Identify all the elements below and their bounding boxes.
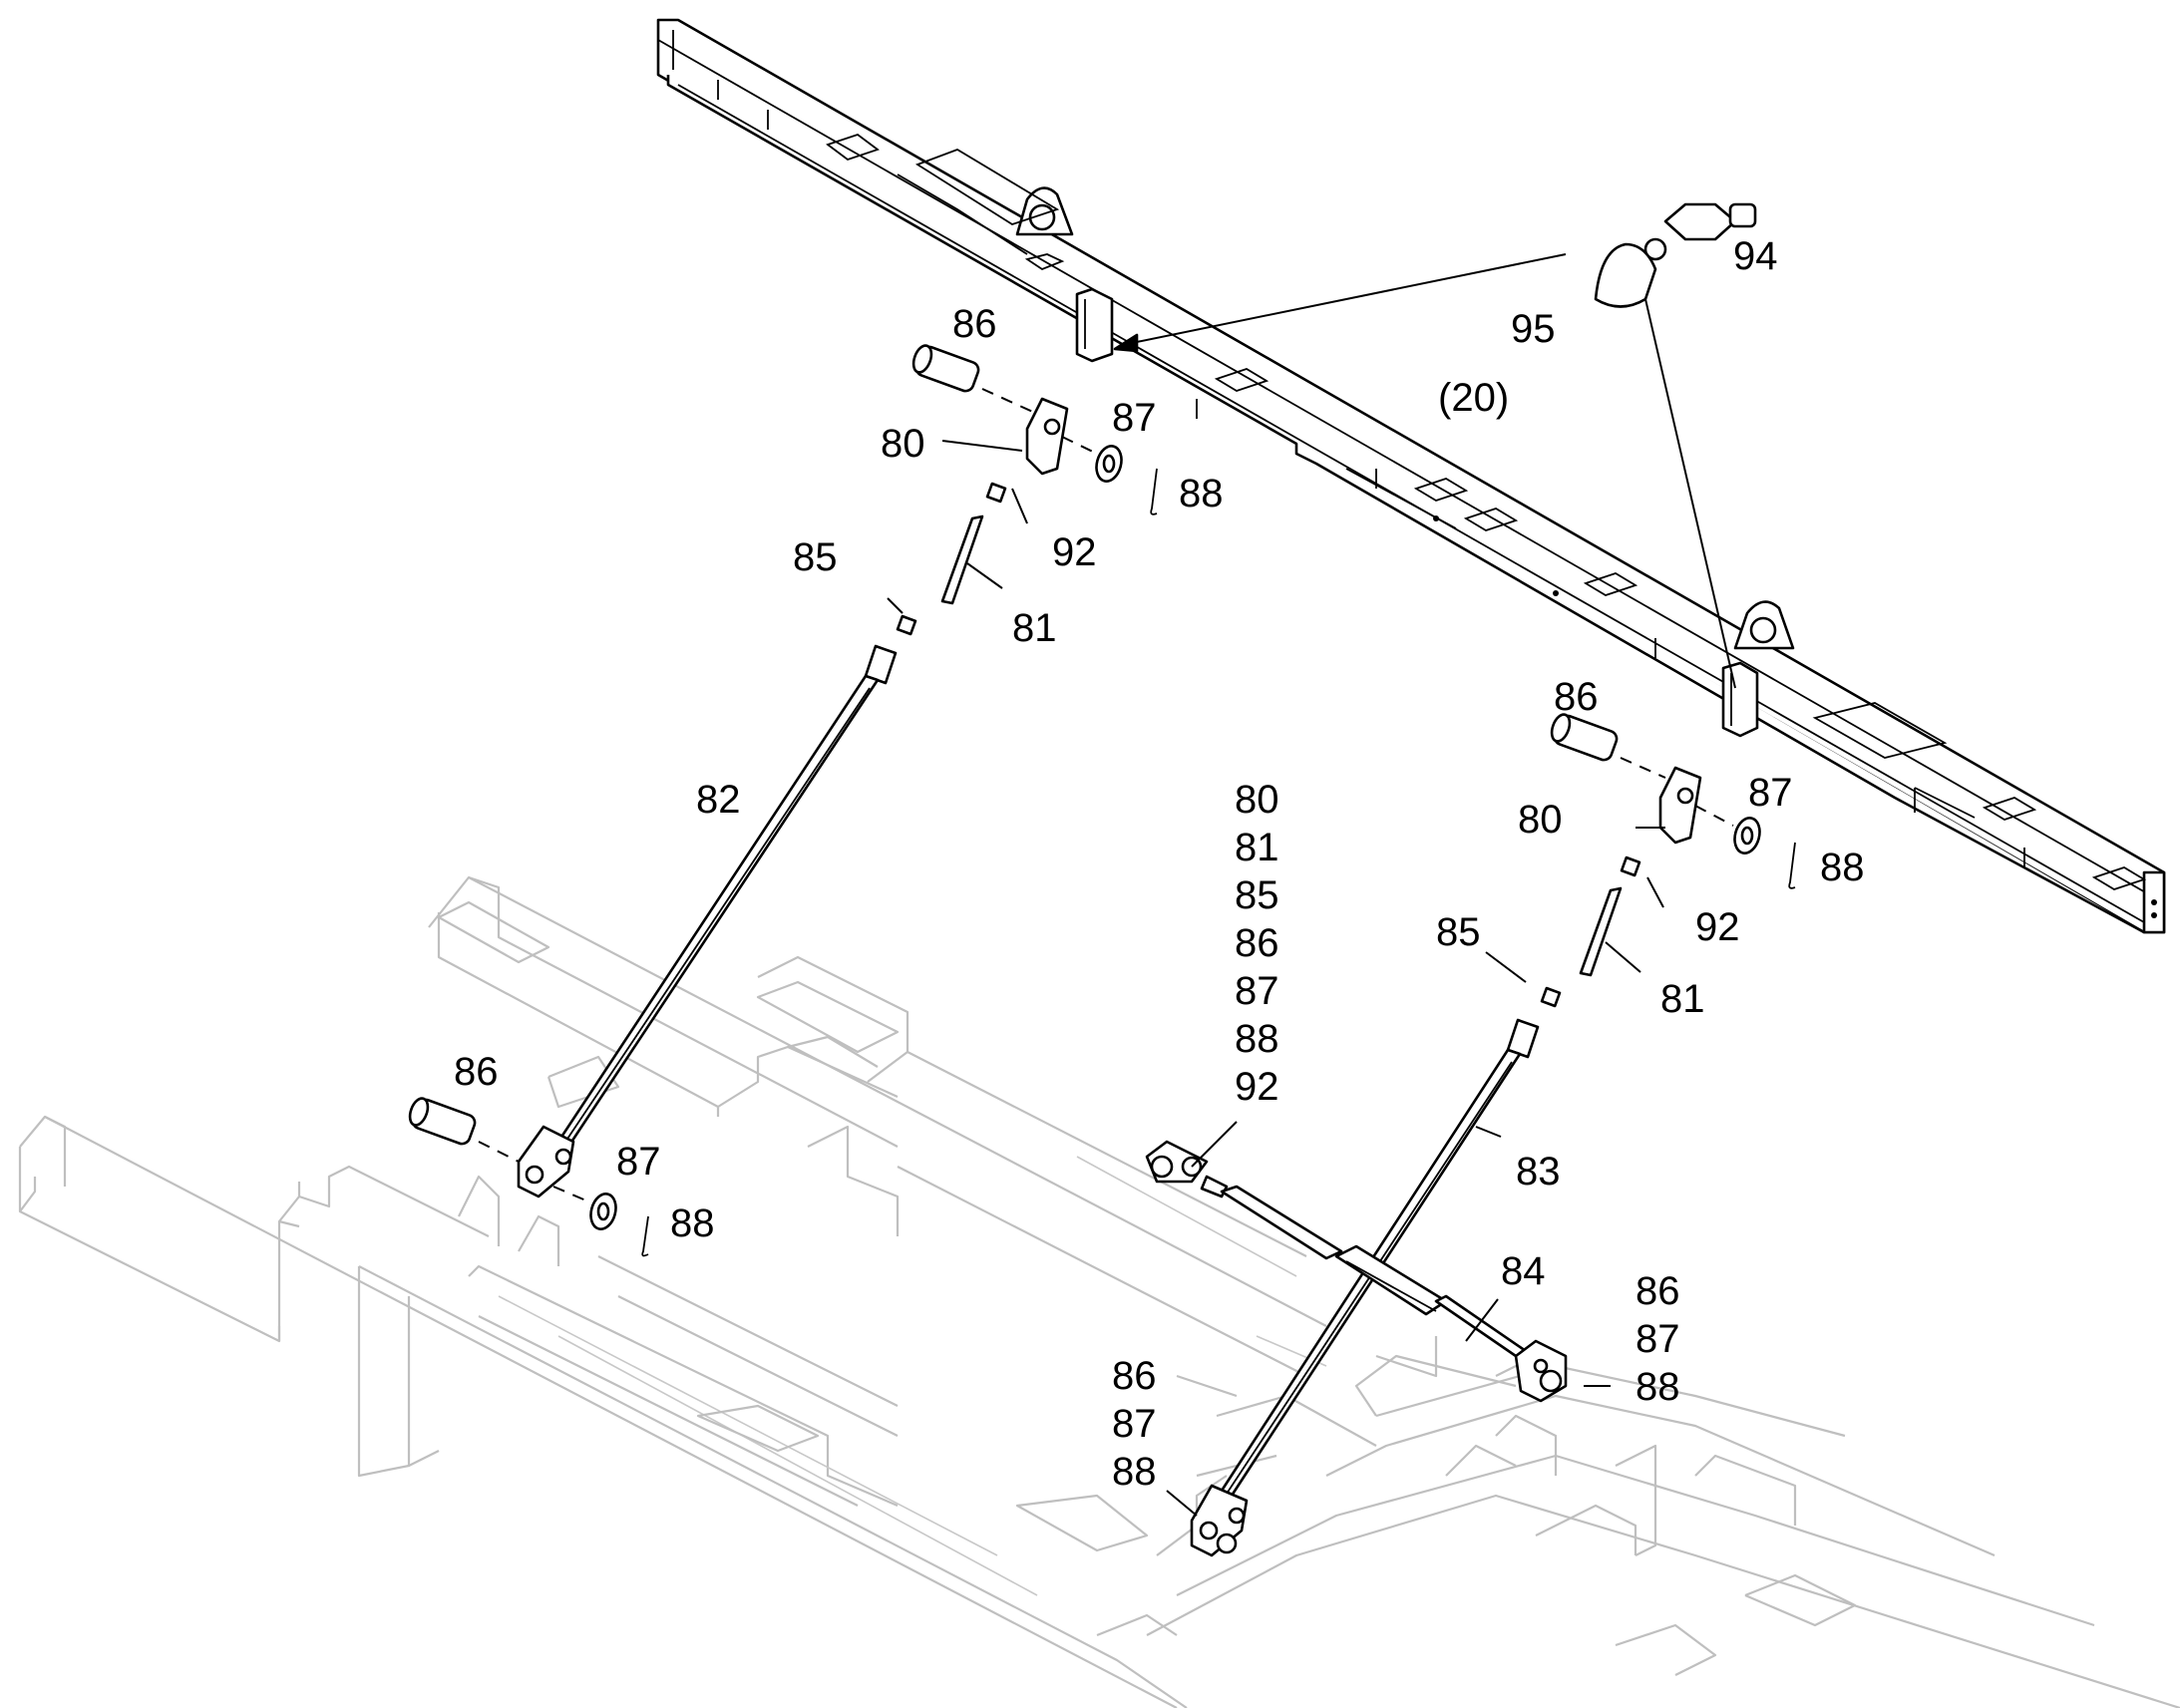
- callout-stack-mid-3: 86: [1235, 921, 1279, 965]
- callout-80-right: 80: [1518, 798, 1563, 842]
- callout-84: 84: [1501, 1249, 1546, 1293]
- callout-labels: 94 95 (20) 86 80 87 88 92 85 81 82 86 80…: [454, 234, 1865, 1494]
- callout-87-left: 87: [616, 1140, 661, 1184]
- leader-lines: [887, 440, 1665, 1517]
- callout-stack-mid-1: 81: [1235, 826, 1279, 869]
- callout-stack-bottom-2: 88: [1112, 1450, 1157, 1494]
- callout-stack-mid-5: 88: [1235, 1017, 1279, 1061]
- callout-86-right: 86: [1554, 675, 1599, 719]
- callout-stack-right-1: 87: [1635, 1317, 1680, 1361]
- bottom-left-clevis-assembly: [408, 1097, 649, 1257]
- callout-85-right: 85: [1436, 910, 1481, 954]
- callout-81-top: 81: [1012, 606, 1057, 650]
- callout-92-right: 92: [1695, 905, 1740, 949]
- callout-80-top: 80: [881, 422, 925, 466]
- bottom-center-clevis-assembly: [1190, 1484, 1249, 1557]
- callout-stack-bottom-0: 86: [1112, 1354, 1157, 1398]
- vehicle-chassis-frame: [18, 875, 2180, 1708]
- callout-81-right: 81: [1660, 977, 1705, 1021]
- callout-94: 94: [1733, 234, 1778, 278]
- callout-92-top: 92: [1052, 530, 1097, 574]
- callout-88-left: 88: [670, 1201, 715, 1245]
- callout-20: (20): [1438, 376, 1509, 420]
- callout-95: 95: [1511, 307, 1556, 351]
- callout-stack-right-2: 88: [1635, 1365, 1680, 1409]
- callout-87-top: 87: [1112, 396, 1157, 440]
- callout-stack-mid-4: 87: [1235, 969, 1279, 1013]
- callout-86-left: 86: [454, 1050, 499, 1094]
- callout-83: 83: [1516, 1150, 1561, 1194]
- grease-nipple-94: [1643, 202, 1757, 261]
- callout-stack-bottom-1: 87: [1112, 1402, 1157, 1446]
- callout-stack-mid-0: 80: [1235, 778, 1279, 822]
- leader-arrow-to-bracket-right: [1644, 298, 1736, 689]
- callout-82: 82: [696, 778, 741, 822]
- callout-88-right: 88: [1820, 846, 1865, 889]
- callout-87-right: 87: [1748, 771, 1793, 815]
- callout-85-top: 85: [793, 535, 838, 579]
- callout-88-top: 88: [1179, 472, 1224, 515]
- callout-stack-mid-2: 85: [1235, 873, 1279, 917]
- callout-stack-right-0: 86: [1635, 1269, 1680, 1313]
- upper-beam-assembly: [656, 18, 2166, 934]
- leader-arrow-to-bracket-left: [1126, 253, 1567, 345]
- top-left-link-assembly: [546, 344, 1158, 1164]
- protective-cap-95: [1594, 242, 1657, 308]
- callout-86-top: 86: [952, 302, 997, 346]
- callout-stack-mid-6: 92: [1235, 1065, 1279, 1109]
